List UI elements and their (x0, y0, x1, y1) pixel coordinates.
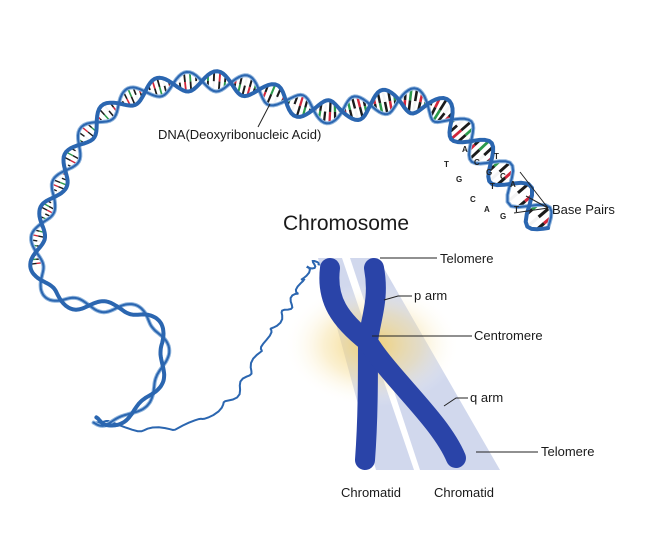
chromosome-title: Chromosome (283, 212, 410, 235)
q-arm-label: q arm (470, 390, 504, 405)
telomere-bottom-label: Telomere (541, 444, 595, 459)
dna-backbone-core (30, 71, 553, 427)
base-letter: C (500, 172, 506, 181)
base-letter: G (456, 175, 463, 184)
base-letter: A (462, 145, 468, 154)
dna-rung-half (526, 215, 540, 228)
base-letter: C (474, 158, 480, 167)
base-letter: T (494, 152, 499, 161)
base-pairs-leader-lines (513, 171, 549, 214)
chromatid-left-label: Chromatid (341, 485, 401, 500)
dna-loose-strand-path (94, 260, 322, 433)
base-letter: A (510, 180, 516, 189)
base-letter: A (484, 205, 490, 214)
dna-label-leader (257, 103, 271, 128)
dna-rung-half (488, 170, 501, 183)
chromosome-figure (284, 258, 500, 470)
dna-rung-half (537, 206, 551, 219)
telomere-top-label: Telomere (440, 251, 494, 266)
dna-rung-half (498, 161, 511, 173)
base-letter: T (490, 182, 495, 191)
base-letter: T (514, 205, 519, 214)
dna-rung-half (383, 101, 389, 115)
dna-rung-half (438, 98, 448, 111)
dna-helix-backbones (28, 69, 554, 428)
chromatid-right-label: Chromatid (434, 485, 494, 500)
base-letter: C (470, 195, 476, 204)
dna-rung-half (450, 129, 463, 141)
chromosome-leader-lines (372, 257, 538, 453)
dna-backbone-strand-b (28, 69, 550, 428)
chromatid-right (357, 258, 466, 468)
dna-backbone-core (29, 70, 549, 427)
base-pairs-label: Base Pairs (552, 202, 615, 217)
dna-loose-strand (94, 260, 322, 433)
base-letter: G (500, 212, 507, 221)
dna-label: DNA(Deoxyribonucleic Acid) (158, 127, 322, 142)
centromere-label: Centromere (474, 328, 543, 343)
base-letter: T (444, 160, 449, 169)
dna-rung-half (460, 120, 473, 132)
p-arm-label: p arm (414, 288, 448, 303)
base-letter: G (486, 168, 493, 177)
